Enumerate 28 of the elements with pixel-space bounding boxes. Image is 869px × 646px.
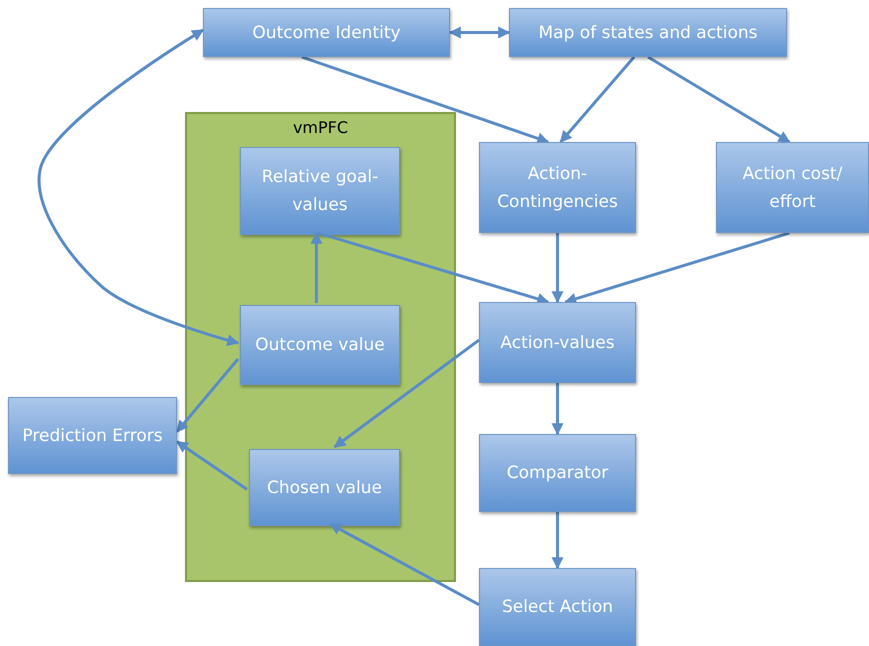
process-box: Map of states and actions <box>509 8 787 57</box>
arrow <box>310 232 322 303</box>
arrow <box>552 512 564 570</box>
arrow <box>301 56 550 144</box>
arrow <box>647 56 790 144</box>
arrow <box>334 338 480 448</box>
arrow <box>552 233 564 304</box>
process-box: Outcome Identity <box>203 8 450 57</box>
arrow <box>552 383 564 436</box>
process-box: Chosen value <box>249 449 400 526</box>
process-box: Comparator <box>479 434 636 512</box>
arrow <box>564 232 790 305</box>
region-label: vmPFC <box>292 118 348 137</box>
process-box: Prediction Errors <box>8 397 177 474</box>
process-box: Action-Contingencies <box>479 142 636 233</box>
process-box: Action cost/ effort <box>716 142 869 233</box>
process-box: Relative goal-values <box>240 147 400 235</box>
arrow <box>176 358 240 433</box>
process-box: Select Action <box>479 568 636 646</box>
process-box: Action-values <box>479 302 636 383</box>
arrow <box>329 522 480 606</box>
process-box: Outcome value <box>240 305 400 385</box>
arrow <box>560 56 636 143</box>
arrow <box>318 232 550 305</box>
arrow <box>176 440 248 491</box>
arrow <box>448 26 510 38</box>
arrow <box>38 28 240 346</box>
region-panel <box>185 112 456 582</box>
